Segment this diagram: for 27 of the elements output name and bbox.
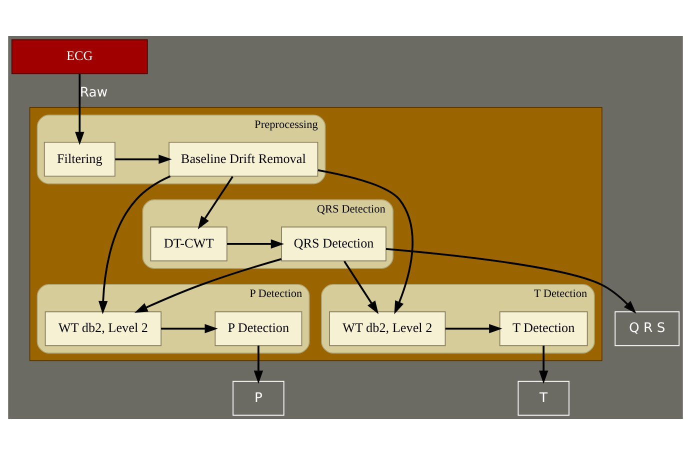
arrow <box>115 154 172 164</box>
arrow <box>344 260 379 314</box>
node-box: P Detection <box>214 311 302 346</box>
node-box: WT db2, Level 2 <box>329 311 446 346</box>
arrow <box>318 169 414 314</box>
cluster <box>29 107 602 362</box>
node-box: Q R S <box>614 311 680 346</box>
node-box: Filtering <box>44 142 116 177</box>
arrow <box>98 175 171 314</box>
arrow <box>227 239 284 249</box>
node-box: WT db2, Level 2 <box>44 311 162 346</box>
arrow <box>386 248 636 314</box>
node-box: T <box>518 380 570 416</box>
edge-label: Raw <box>80 85 108 100</box>
arrow <box>75 74 84 146</box>
node-box: Baseline Drift Removal <box>168 142 318 177</box>
arrow <box>445 324 502 334</box>
node-box: T Detection <box>499 311 588 346</box>
node-box: ECG <box>11 39 148 74</box>
arrow <box>198 176 234 230</box>
arrow <box>161 324 218 334</box>
arrow <box>538 346 548 384</box>
arrow <box>254 346 264 384</box>
arrow <box>134 258 282 313</box>
node-box: QRS Detection <box>281 226 386 262</box>
node-box: DT-CWT <box>150 226 228 262</box>
node-box: P <box>232 380 284 416</box>
